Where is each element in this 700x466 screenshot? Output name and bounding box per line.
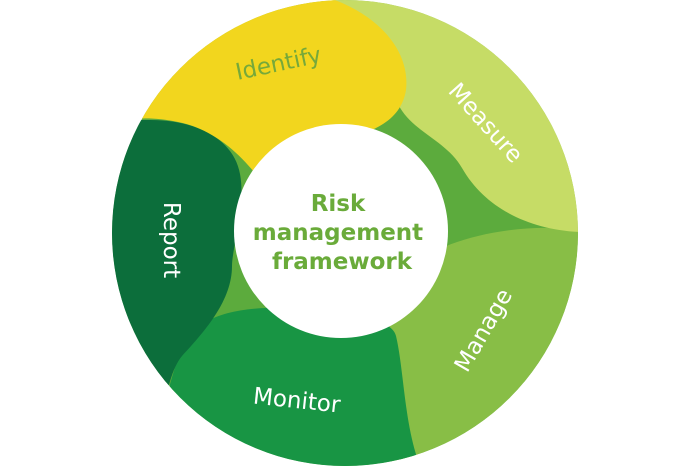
center-title-line-2: management [253, 220, 423, 246]
segment-report [112, 120, 242, 466]
center-title: Risk management framework [253, 191, 431, 275]
segment-manage [385, 227, 578, 466]
stage-label-report: Report [158, 202, 184, 278]
segment-monitor [150, 307, 420, 466]
center-disc [234, 124, 448, 338]
segment-measure [332, 0, 578, 232]
center-title-line-3: framework [272, 249, 413, 275]
center-title-line-1: Risk [311, 191, 366, 217]
